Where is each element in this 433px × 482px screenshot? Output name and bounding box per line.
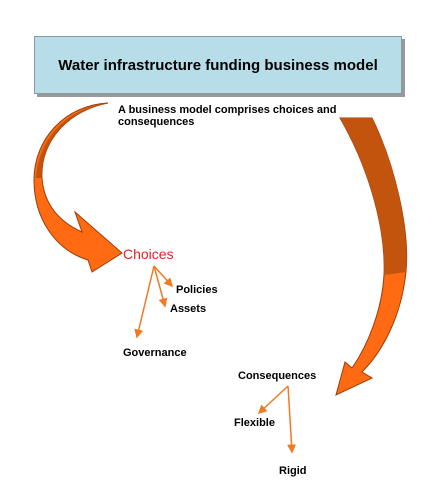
choices-connectors — [134, 265, 174, 339]
choice-item-assets: Assets — [170, 303, 207, 315]
right-curved-arrow — [335, 117, 408, 396]
choices-label: Choices — [123, 246, 174, 262]
left-arrow-top-shade — [36, 103, 108, 178]
connector-consequences-flexible — [257, 385, 289, 415]
left-arrow-body — [33, 102, 123, 273]
consequences-connectors — [257, 385, 297, 454]
connector-choices-governance — [134, 265, 155, 339]
choice-item-governance: Governance — [123, 347, 187, 359]
title-text: Water infrastructure funding business mo… — [58, 56, 378, 74]
left-curved-arrow — [33, 102, 123, 273]
connector-choices-policies — [153, 265, 174, 288]
right-arrow-top-shade — [340, 118, 407, 275]
title-box: Water infrastructure funding business mo… — [34, 36, 402, 94]
consequence-item-rigid: Rigid — [279, 465, 307, 477]
intro-text: A business model comprises choices and c… — [118, 104, 337, 128]
connector-choices-assets — [153, 265, 168, 308]
connector-consequences-rigid — [287, 385, 297, 454]
choice-item-policies: Policies — [176, 284, 218, 296]
consequence-item-flexible: Flexible — [234, 417, 275, 429]
consequences-label: Consequences — [238, 370, 317, 382]
